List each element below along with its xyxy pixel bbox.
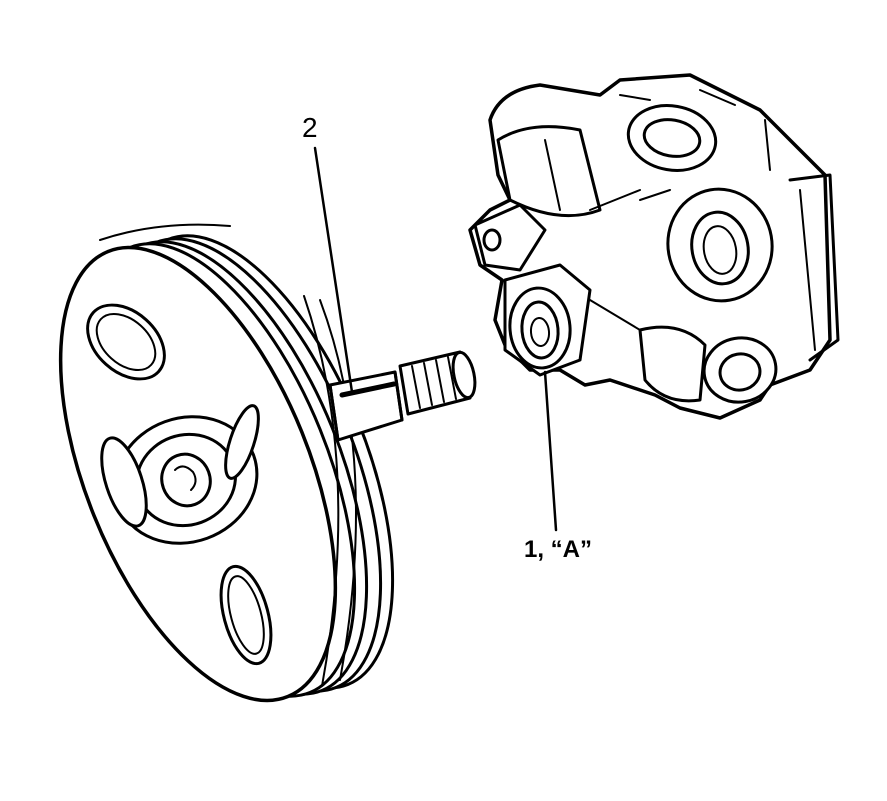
pump-body (468, 73, 840, 420)
pulley-hole-bottom (219, 564, 273, 666)
callout-label-pump: 1, “A” (524, 536, 593, 563)
pulley-hole-top (86, 303, 166, 381)
callout-label-shaft: 2 (302, 112, 318, 143)
leader-line-1a (543, 370, 558, 532)
leader-line-2 (313, 146, 354, 394)
pulley-hub (113, 415, 259, 545)
pump-shaft (328, 350, 477, 442)
pulley (58, 223, 395, 703)
